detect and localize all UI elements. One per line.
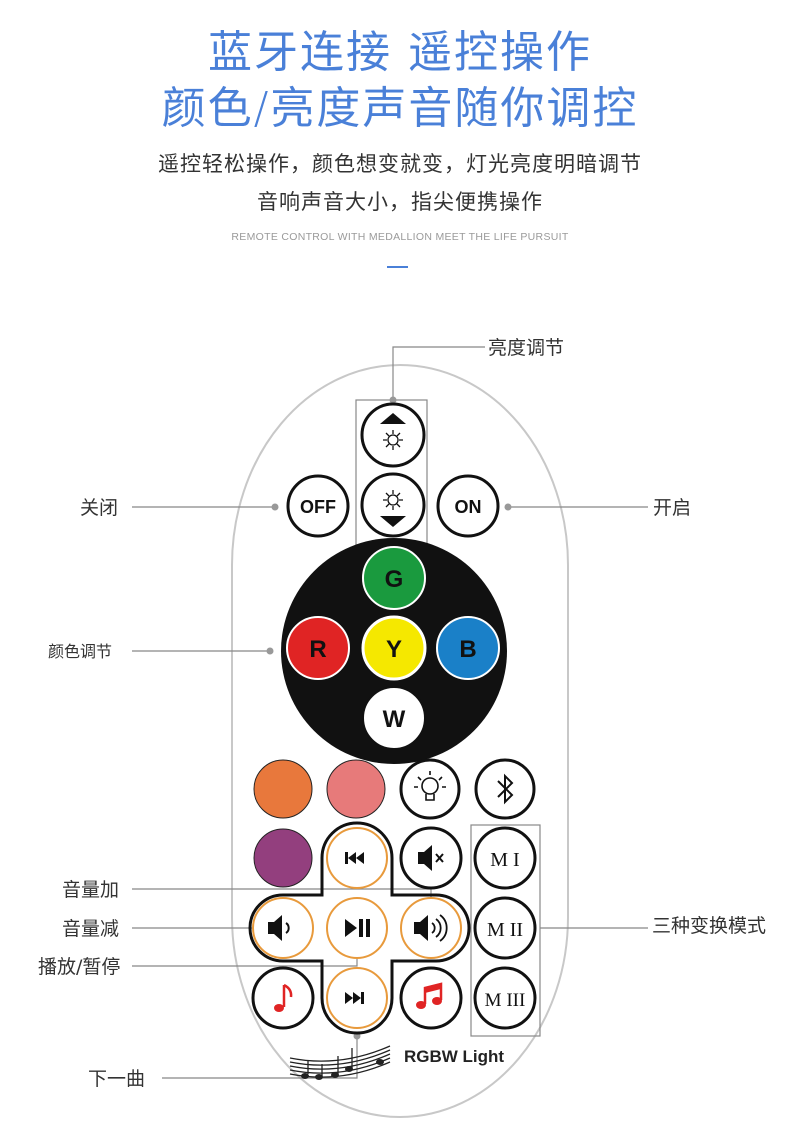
svg-text:OFF: OFF: [300, 497, 336, 517]
blue-button[interactable]: B: [436, 616, 500, 680]
svg-text:R: R: [309, 636, 326, 663]
mode-2-button[interactable]: M II: [473, 896, 537, 960]
label-play-pause: 播放/暂停: [38, 956, 120, 978]
yellow-button[interactable]: Y: [361, 615, 427, 681]
off-button[interactable]: OFF: [286, 474, 350, 538]
english-tagline: REMOTE CONTROL WITH MEDALLION MEET THE L…: [231, 231, 569, 243]
music-note-icon: [274, 1004, 284, 1012]
title-line-1: 蓝牙连接 遥控操作: [208, 27, 592, 78]
svg-text:G: G: [385, 566, 404, 593]
bluetooth-icon: [497, 773, 514, 805]
label-modes: 三种变换模式: [652, 915, 766, 937]
sun-icon: [383, 490, 403, 510]
red-button[interactable]: R: [286, 616, 350, 680]
volume-up-icon: [414, 915, 428, 941]
label-brightness: 亮度调节: [488, 337, 564, 359]
sun-icon: [383, 430, 403, 450]
brightness-down-button[interactable]: [360, 472, 426, 538]
play-pause-button[interactable]: [326, 897, 388, 959]
volume-up-button[interactable]: [400, 897, 462, 959]
svg-text:Y: Y: [386, 636, 402, 663]
label-next: 下一曲: [88, 1068, 145, 1090]
mode-box: [470, 824, 541, 1037]
white-button[interactable]: W: [362, 686, 426, 750]
brightness-up-button[interactable]: [360, 402, 426, 468]
on-button[interactable]: ON: [436, 474, 500, 538]
mute-button[interactable]: [399, 826, 463, 890]
pink-button[interactable]: [326, 759, 386, 819]
subtitle-line-2: 音响声音大小，指尖便携操作: [257, 190, 543, 214]
bluetooth-button[interactable]: [474, 758, 536, 820]
music-staff-icon: [289, 1045, 391, 1080]
label-color: 颜色调节: [48, 642, 112, 661]
play-pause-icon: [345, 919, 370, 937]
purple-button[interactable]: [253, 828, 313, 888]
brand-label: RGBW Light: [404, 1047, 504, 1066]
mode-3-button[interactable]: M III: [473, 966, 537, 1030]
label-on: 开启: [653, 497, 691, 519]
mode-1-button[interactable]: M I: [473, 826, 537, 890]
music-mode-2-button[interactable]: [399, 966, 463, 1030]
volume-down-button[interactable]: [252, 897, 314, 959]
music-notes-icon: [416, 982, 443, 1009]
label-volume-down: 音量减: [62, 918, 119, 940]
volume-down-icon: [268, 915, 282, 941]
music-mode-1-button[interactable]: [251, 966, 315, 1030]
mute-icon: [418, 845, 432, 871]
next-button[interactable]: [326, 967, 388, 1029]
callout-line-next: [162, 1036, 358, 1079]
title-line-2: 颜色/亮度声音随你调控: [161, 83, 639, 134]
previous-button[interactable]: [326, 827, 388, 889]
divider-dash: [387, 266, 408, 268]
subtitle-line-1: 遥控轻松操作，颜色想变就变，灯光亮度明暗调节: [158, 152, 642, 176]
label-volume-up: 音量加: [62, 879, 119, 901]
next-icon: [345, 992, 364, 1004]
arrow-up-icon: [380, 413, 406, 424]
arrow-down-icon: [380, 516, 406, 527]
svg-text:M I: M I: [490, 849, 519, 871]
callout-line-brightness: [392, 346, 485, 400]
svg-text:M III: M III: [485, 990, 526, 1011]
previous-icon: [345, 852, 364, 864]
bulb-button[interactable]: [399, 758, 461, 820]
svg-text:M II: M II: [487, 919, 523, 941]
green-button[interactable]: G: [362, 546, 426, 610]
bulb-icon: [414, 771, 446, 801]
label-off: 关闭: [80, 497, 118, 519]
svg-text:W: W: [383, 706, 406, 733]
svg-text:B: B: [459, 636, 476, 663]
orange-button[interactable]: [253, 759, 313, 819]
svg-text:ON: ON: [455, 497, 482, 517]
media-cross-outline: [248, 821, 471, 1035]
